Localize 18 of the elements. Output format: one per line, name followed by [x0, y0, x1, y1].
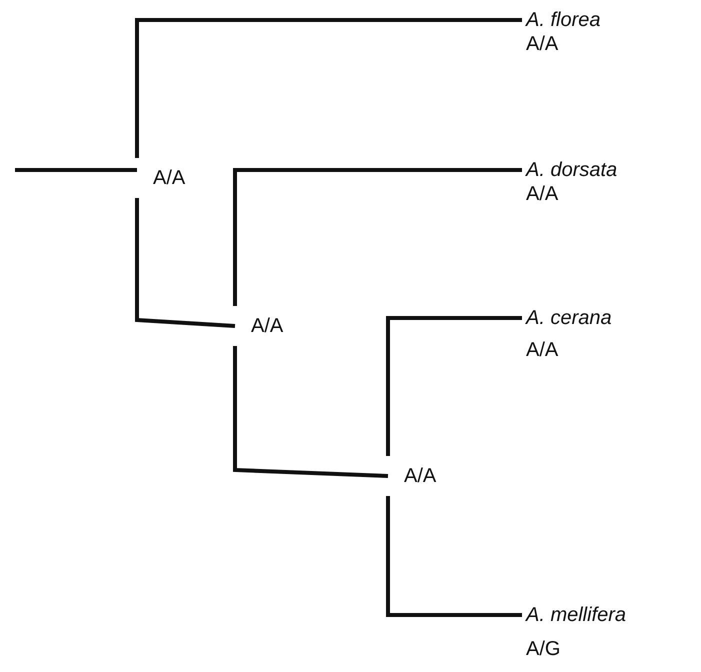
- tree-branch: [386, 496, 522, 617]
- genotype-label: A/A: [404, 464, 436, 488]
- tree-branch: [386, 316, 522, 456]
- species-name: A. mellifera: [526, 603, 628, 627]
- species-name: A. florea: [526, 8, 602, 32]
- tree-branch: [233, 168, 522, 306]
- genotype-label: A/A: [526, 32, 560, 56]
- genotype-label: A/A: [526, 182, 560, 206]
- species-name: A. dorsata: [526, 158, 618, 182]
- tree-branch: [233, 346, 388, 478]
- tree-branch: [15, 168, 137, 172]
- species-name: A. cerana: [526, 306, 613, 330]
- tree-branch: [135, 18, 522, 158]
- genotype-label: A/A: [251, 314, 284, 338]
- genotype-label: A/G: [526, 637, 562, 661]
- genotype-label: A/A: [153, 166, 186, 190]
- tree-branch: [135, 198, 236, 328]
- genotype-label: A/A: [526, 338, 560, 362]
